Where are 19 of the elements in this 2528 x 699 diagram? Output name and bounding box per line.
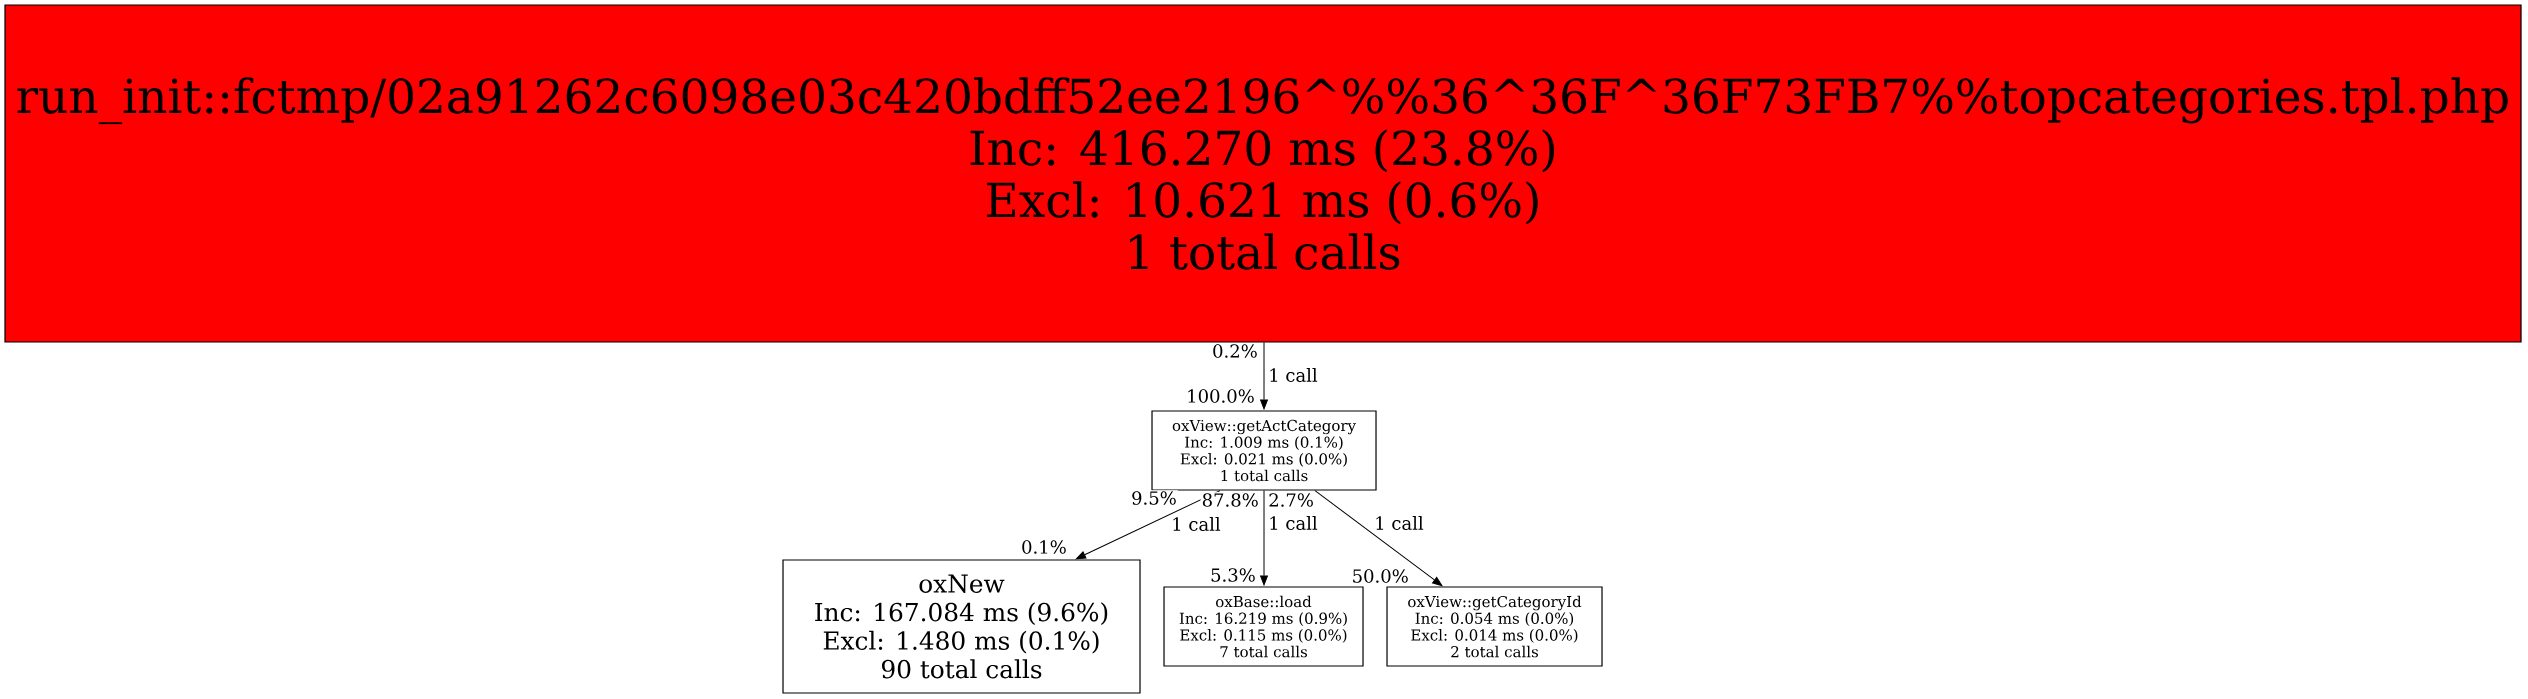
edge-label: 1 call — [1373, 515, 1425, 531]
percent-label: 5.3% — [1209, 567, 1257, 583]
edge-label: 1 call — [1170, 516, 1222, 532]
function-box: run_init::fctmp/02a91262c6098e03c420bdff52ee2196^%%36^36F^36F73FB7%%topcategories.tpl.php Inc: 416.270 ms (23.8%) Excl: 10.621 ms (0.6%) 1 total calls — [4, 4, 2522, 343]
percent-label: 100.0% — [1185, 388, 1256, 404]
edge-label: 1 call — [1267, 367, 1319, 383]
function-box: oxNew Inc: 167.084 ms (9.6%) Excl: 1.480 ms (0.1%) 90 total calls — [782, 559, 1141, 694]
percent-label: 9.5% — [1130, 490, 1178, 506]
call-arrow — [1260, 490, 1268, 586]
percent-label: 0.2% — [1211, 343, 1259, 359]
percent-label: 87.8% — [1200, 492, 1260, 508]
percent-label: 2.7% — [1267, 492, 1315, 508]
edge-label: 1 call — [1267, 515, 1319, 531]
call-arrow — [1075, 490, 1221, 560]
percent-label: 50.0% — [1350, 568, 1410, 584]
call-arrow — [1260, 342, 1268, 410]
call-arrow — [1314, 490, 1443, 587]
function-box: oxBase::load Inc: 16.219 ms (0.9%) Excl: 0.115 ms (0.0%) 7 total calls — [1163, 586, 1364, 667]
function-box: oxView::getCategoryId Inc: 0.054 ms (0.0%) Excl: 0.014 ms (0.0%) 2 total calls — [1386, 586, 1603, 667]
